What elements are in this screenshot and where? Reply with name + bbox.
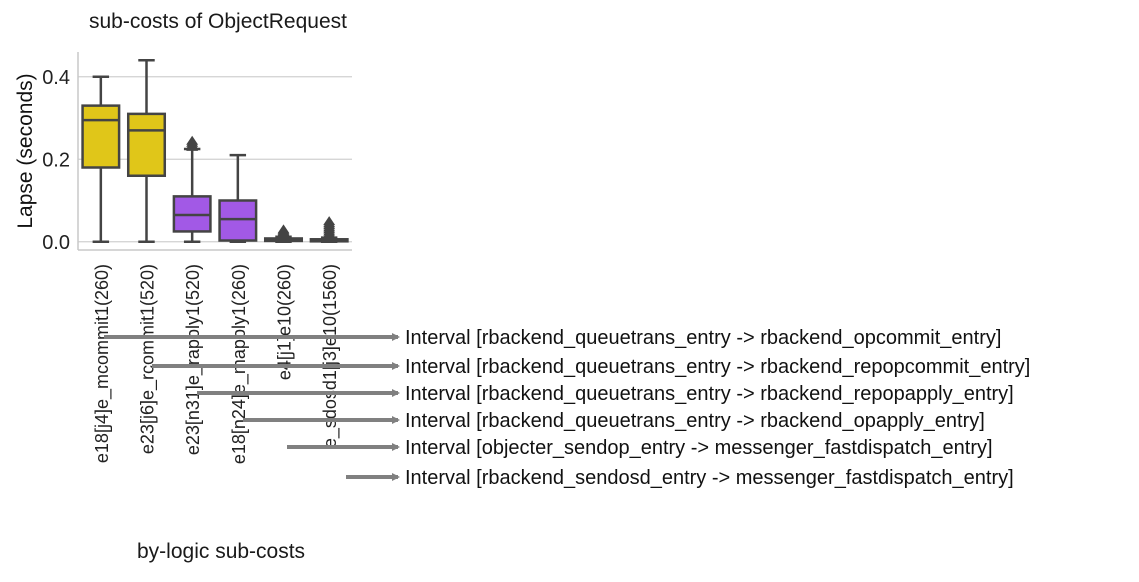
x-tick-label: e4[j1]e10(260): [275, 264, 295, 380]
outlier-marker: [277, 224, 290, 234]
y-tick-label: 0.0: [42, 232, 70, 254]
annotation-label: Interval [rbackend_queuetrans_entry -> r…: [405, 410, 985, 432]
annotation-label: Interval [objecter_sendop_entry -> messe…: [405, 437, 993, 459]
box-4: [218, 153, 258, 243]
outlier-marker: [186, 135, 199, 145]
box-iqr: [218, 199, 258, 242]
x-tick-label: e18[j4]e_mcommit1(260): [92, 264, 113, 463]
x-axis-label: by-logic sub-costs: [137, 540, 306, 563]
y-tick-label: 0.4: [42, 67, 70, 89]
x-tick-label: e23[j6]e_rcommit1(520): [138, 264, 159, 454]
annotation-label: Interval [rbackend_queuetrans_entry -> r…: [405, 356, 1030, 378]
x-tick-label: e_sdosd1[j3]e10(1560): [320, 264, 341, 448]
annotation-label: Interval [rbackend_queuetrans_entry -> r…: [405, 327, 1001, 349]
chart-title: sub-costs of ObjectRequest: [89, 10, 347, 33]
annotation-label: Interval [rbackend_sendosd_entry -> mess…: [405, 467, 1014, 489]
box-iqr: [126, 112, 167, 177]
outlier-marker: [323, 216, 336, 226]
box-1: [81, 75, 121, 243]
box-3: [172, 135, 212, 243]
x-tick-label: e23[n31]e_rapply1(520): [183, 264, 204, 455]
box-6: [309, 216, 349, 243]
annotation-label: Interval [rbackend_queuetrans_entry -> r…: [405, 383, 1014, 405]
y-axis-label: Lapse (seconds): [14, 73, 37, 228]
box-5: [263, 224, 304, 243]
box-2: [126, 59, 167, 243]
y-tick-label: 0.2: [42, 149, 70, 171]
box-iqr: [81, 104, 121, 169]
